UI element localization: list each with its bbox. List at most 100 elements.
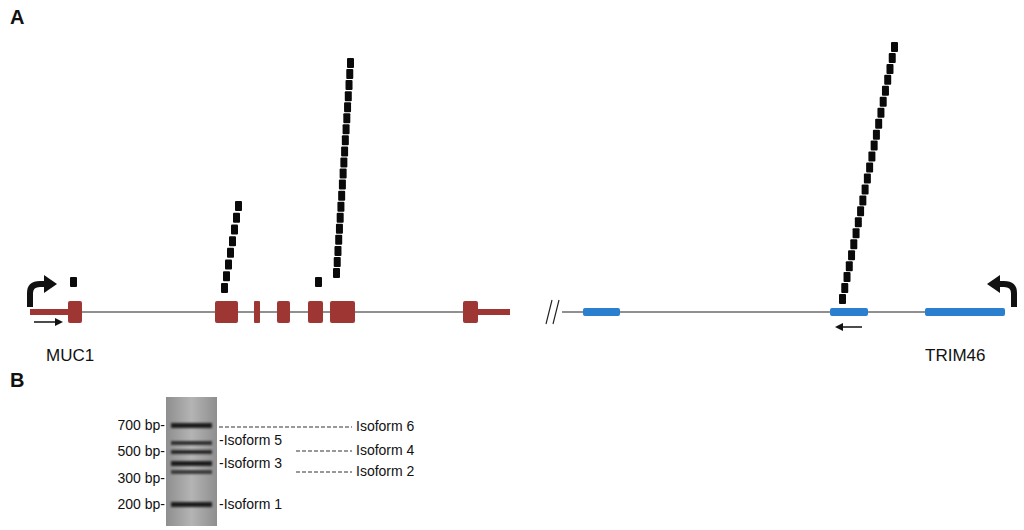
read — [886, 64, 893, 74]
read — [853, 228, 860, 238]
axis-break — [546, 300, 559, 324]
exon — [330, 301, 355, 323]
tss-arrow-head — [44, 275, 57, 293]
isoform-label: -Isoform 5 — [219, 433, 282, 448]
read — [227, 248, 234, 258]
isoform-label: Isoform 4 — [356, 443, 414, 458]
gel-band — [171, 441, 212, 445]
read — [335, 235, 342, 245]
read — [346, 69, 353, 79]
sequencing-reads — [70, 42, 898, 304]
read — [882, 86, 889, 96]
tss-arrow — [30, 284, 44, 307]
read — [344, 102, 351, 112]
intron-line — [82, 311, 463, 312]
primer-arrow — [34, 321, 56, 323]
read — [866, 163, 873, 173]
isoform-label: -Isoform 3 — [219, 456, 282, 471]
read — [340, 157, 347, 167]
tss-arrow-head — [987, 275, 1000, 293]
read — [346, 80, 353, 90]
read — [337, 213, 344, 223]
trim46-gene — [562, 275, 1014, 331]
size-marker: 200 bp- — [118, 497, 165, 512]
read — [229, 236, 236, 246]
gel-band — [171, 461, 212, 466]
gene-name: MUC1 — [46, 347, 94, 366]
leader-line — [219, 427, 352, 428]
read — [846, 261, 853, 271]
read — [233, 213, 240, 223]
read — [875, 119, 882, 129]
muc1-gene — [30, 275, 510, 326]
read — [850, 239, 857, 249]
read — [345, 91, 352, 101]
exon — [68, 301, 82, 323]
read — [868, 152, 875, 162]
read — [859, 195, 866, 205]
exon — [925, 308, 1005, 316]
isoform-label: Isoform 6 — [356, 419, 414, 434]
exon — [254, 301, 260, 323]
read — [862, 184, 869, 194]
read — [342, 135, 349, 145]
isoform-label: -Isoform 1 — [219, 497, 282, 512]
read — [231, 224, 238, 234]
size-marker: 700 bp- — [118, 418, 165, 433]
read — [873, 130, 880, 140]
read — [343, 124, 350, 134]
read — [891, 42, 898, 52]
gel-band — [171, 423, 212, 428]
gel-band — [171, 450, 212, 454]
leader-line — [296, 451, 352, 452]
read — [336, 224, 343, 234]
read — [855, 217, 862, 227]
exon — [830, 308, 868, 316]
read — [884, 75, 891, 85]
size-marker: 300 bp- — [118, 471, 165, 486]
primer-arrow — [842, 326, 862, 328]
gene-name: TRIM46 — [925, 347, 985, 366]
tss-arrow — [1000, 284, 1014, 307]
primer-arrow-head — [835, 323, 843, 331]
size-marker: 500 bp- — [118, 444, 165, 459]
exon — [215, 301, 238, 323]
read — [70, 277, 77, 287]
read — [889, 53, 896, 63]
primer-arrow-head — [55, 318, 63, 326]
leader-line — [296, 472, 352, 473]
exon — [463, 301, 478, 323]
read — [338, 191, 345, 201]
read — [341, 146, 348, 156]
read — [334, 257, 341, 267]
isoform-label: Isoform 2 — [356, 464, 414, 479]
panel-letter: A — [10, 6, 24, 28]
read — [877, 108, 884, 118]
read — [857, 206, 864, 216]
read — [343, 113, 350, 123]
read — [334, 246, 341, 256]
read — [347, 58, 354, 68]
read — [880, 97, 887, 107]
read — [844, 272, 851, 282]
read — [315, 277, 322, 287]
exon — [277, 301, 290, 323]
gel-band — [171, 470, 212, 474]
leader-lines — [219, 427, 352, 472]
read — [235, 201, 242, 211]
read — [340, 169, 347, 179]
panel-letter: B — [10, 369, 24, 391]
exon — [308, 301, 323, 323]
read — [871, 141, 878, 151]
read — [864, 173, 871, 183]
read — [333, 268, 340, 278]
read — [225, 260, 232, 270]
gel-image — [166, 397, 217, 526]
read — [841, 283, 848, 293]
read — [839, 294, 846, 304]
utr-bar — [476, 309, 510, 315]
read — [337, 202, 344, 212]
read — [848, 250, 855, 260]
exon — [583, 308, 620, 316]
